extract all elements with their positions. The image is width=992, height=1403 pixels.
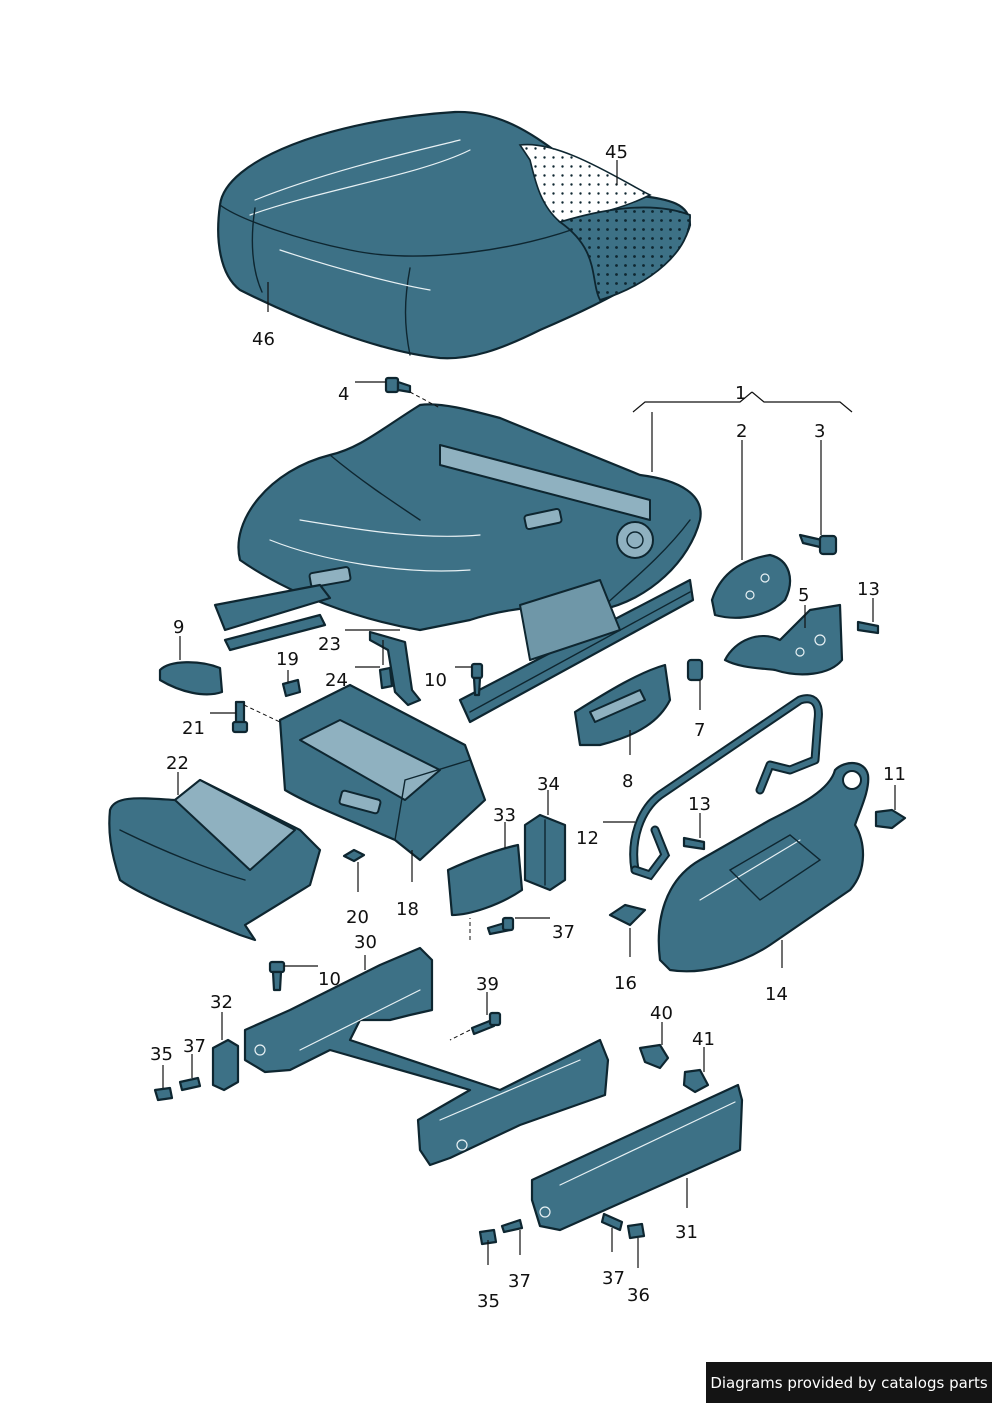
clip-24-part (378, 666, 394, 690)
callout-14: 14 (765, 984, 788, 1005)
screw-4-part (384, 376, 412, 394)
callout-5: 5 (798, 585, 809, 606)
seat-cover-perforated-part (518, 143, 691, 302)
callout-9: 9 (173, 617, 184, 638)
callout-18: 18 (396, 899, 419, 920)
callout-10-lower: 10 (318, 969, 341, 990)
callout-20: 20 (346, 907, 369, 928)
clip-7-part (686, 658, 704, 682)
callout-45: 45 (605, 142, 628, 163)
callout-46: 46 (252, 329, 275, 350)
cap-35-left-part (153, 1086, 174, 1102)
cover-34-part (523, 813, 567, 892)
screw-37-upper-part (486, 916, 515, 936)
callout-30: 30 (354, 932, 377, 953)
clip-16-part (608, 903, 647, 927)
clip-19-part (281, 678, 302, 698)
screw-10-lower-part (268, 960, 286, 992)
callout-2: 2 (736, 421, 747, 442)
wire-frame-12-part (629, 694, 823, 881)
seat-frame-part (213, 403, 702, 724)
screw-13-upper-part (856, 620, 880, 635)
tray-18-part (278, 683, 487, 862)
callout-3: 3 (814, 421, 825, 442)
callout-37-bottom-right: 37 (602, 1268, 625, 1289)
side-trim-31-part (530, 1083, 744, 1232)
clip-20-part (342, 848, 366, 863)
callout-31: 31 (675, 1222, 698, 1243)
screw-13-lower-part (682, 836, 706, 851)
bracket-5-part (723, 603, 844, 676)
callout-34: 34 (537, 774, 560, 795)
cap-35-bottom-part (478, 1228, 498, 1246)
callout-32: 32 (210, 992, 233, 1013)
cap-36-part (626, 1222, 646, 1240)
callout-13-lower: 13 (688, 794, 711, 815)
lower-frame-30-part (243, 946, 610, 1167)
footer-credit-badge: Diagrams provided by catalogs parts (706, 1362, 992, 1403)
callout-37-upper: 37 (552, 922, 575, 943)
callout-35-bottom: 35 (477, 1291, 500, 1312)
callout-39: 39 (476, 974, 499, 995)
callout-36: 36 (627, 1285, 650, 1306)
adjuster-housing-2-part (710, 553, 792, 619)
screw-21-part (231, 700, 249, 734)
screw-37-bottom-right-part (600, 1212, 624, 1232)
screw-37-bottom-left-part (500, 1218, 524, 1234)
footer-credit-text: Diagrams provided by catalogs parts (710, 1373, 988, 1392)
callout-labels: 45 46 4 1 2 3 13 5 9 23 19 24 10 7 21 22… (150, 142, 906, 1312)
bolt-3-part (798, 533, 838, 556)
bracket-32-part (211, 1038, 240, 1092)
callout-19: 19 (276, 649, 299, 670)
callout-10-upper: 10 (424, 670, 447, 691)
leader-lines (162, 160, 896, 1268)
callout-37-left: 37 (183, 1036, 206, 1057)
fastener-11-part (874, 808, 907, 830)
screw-37-left-part (178, 1076, 202, 1092)
callout-4: 4 (338, 384, 349, 405)
fastener-40-part (638, 1043, 670, 1070)
callout-12: 12 (576, 828, 599, 849)
callout-23: 23 (318, 634, 341, 655)
callout-8: 8 (622, 771, 633, 792)
callout-21: 21 (182, 718, 205, 739)
callout-13-upper: 13 (857, 579, 880, 600)
clip-41-part (682, 1068, 710, 1094)
callout-22: 22 (166, 753, 189, 774)
callout-37-bottom-left: 37 (508, 1271, 531, 1292)
side-panel-14-part (657, 762, 870, 973)
handle-9-part (158, 661, 224, 696)
callout-40: 40 (650, 1003, 673, 1024)
callout-1: 1 (735, 383, 746, 404)
trim-cover-8-part (573, 663, 672, 747)
callout-33: 33 (493, 805, 516, 826)
screw-10-upper-part (470, 662, 484, 697)
callout-11: 11 (883, 764, 906, 785)
spring-clip-23-part (368, 630, 422, 707)
callout-16: 16 (614, 973, 637, 994)
callout-41: 41 (692, 1029, 715, 1050)
callout-24: 24 (325, 670, 348, 691)
screw-39-part (470, 1011, 502, 1036)
storage-drawer-22-part (108, 778, 322, 942)
cover-33-part (446, 843, 524, 917)
callout-35-left: 35 (150, 1044, 173, 1065)
callout-7: 7 (694, 720, 705, 741)
